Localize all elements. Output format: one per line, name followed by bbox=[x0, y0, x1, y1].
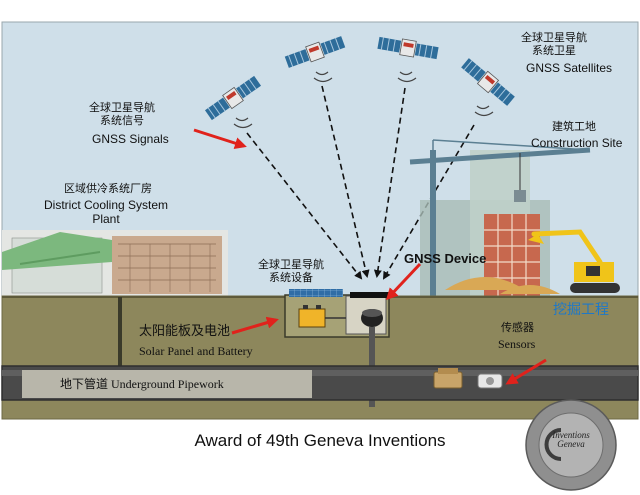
solar-en-label: Solar Panel and Battery bbox=[139, 344, 253, 358]
sensors bbox=[433, 368, 503, 389]
satellite-2 bbox=[284, 36, 346, 68]
solar-arrow bbox=[231, 316, 279, 335]
pipe-label-band bbox=[22, 370, 312, 398]
construction-en-label: Construction Site bbox=[531, 136, 623, 150]
satellite-3 bbox=[377, 36, 439, 60]
construction-cn-label: 建筑工地 bbox=[552, 120, 596, 133]
sensors-en-label: Sensors bbox=[498, 337, 536, 351]
cooling-plant-pipe bbox=[118, 297, 122, 369]
sensors-arrow bbox=[505, 358, 547, 385]
signals-arrow bbox=[193, 128, 247, 149]
cooling-plant bbox=[2, 230, 228, 298]
satellite-4 bbox=[461, 58, 515, 106]
excavation-label: 挖掘工程 bbox=[553, 302, 609, 318]
satellite-1 bbox=[204, 75, 262, 121]
device-arrow bbox=[385, 262, 422, 301]
equipment-cn-label: 全球卫星导航 系统设备 bbox=[258, 258, 324, 285]
construction-site bbox=[409, 139, 620, 298]
solar-cn-label: 太阳能板及电池 bbox=[139, 324, 231, 339]
satellite-2-signal bbox=[313, 71, 333, 83]
gnss-device-label: GNSS Device bbox=[404, 251, 487, 266]
cooling-cn-label: 区域供冷系统厂房 bbox=[64, 182, 152, 195]
signal-ray-2 bbox=[321, 85, 370, 278]
gnss-signals-cn-label: 全球卫星导航 系统信号 bbox=[89, 101, 155, 128]
award-caption: Award of 49th Geneva Inventions bbox=[194, 431, 446, 450]
satellite-4-signal bbox=[474, 105, 494, 117]
pipe-highlight bbox=[2, 370, 638, 376]
signal-ray-1 bbox=[246, 132, 363, 280]
gnss-satellites-cn-label: 全球卫星导航 系统卫星 bbox=[521, 31, 587, 58]
pipework-label: 地下管道 Underground Pipework bbox=[60, 377, 224, 391]
gnss-satellites-en-label: GNSS Satellites bbox=[526, 61, 613, 75]
geneva-medal bbox=[525, 399, 617, 491]
satellite-3-signal bbox=[397, 71, 417, 83]
sensors-cn-label: 传感器 bbox=[501, 321, 534, 334]
medal-name: Inventions Geneva bbox=[552, 430, 590, 450]
cooling-en-label: District Cooling System Plant bbox=[44, 198, 169, 227]
signal-ray-3 bbox=[373, 87, 406, 278]
satellite-1-signal bbox=[233, 117, 253, 129]
gnss-signals-en-label: GNSS Signals bbox=[92, 132, 169, 146]
